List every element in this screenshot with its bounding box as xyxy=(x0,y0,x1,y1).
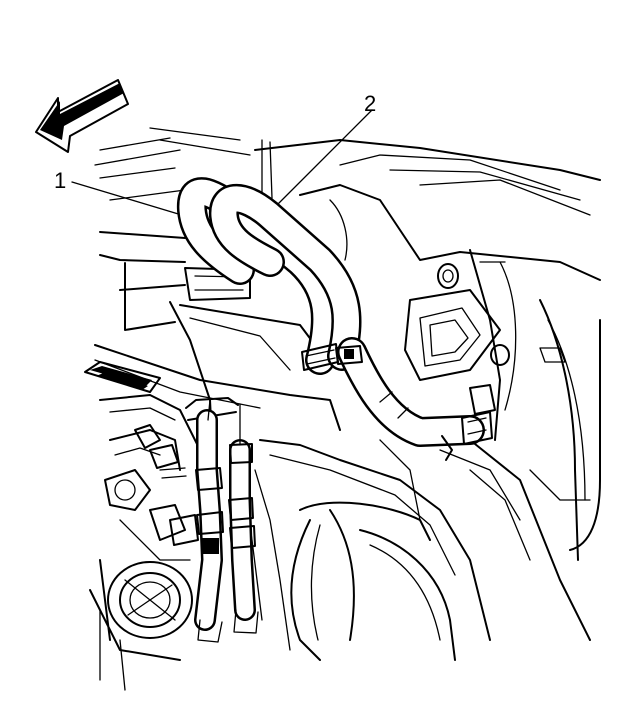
hose-clamps xyxy=(301,343,496,461)
callout-label-2: 2 xyxy=(364,91,377,116)
body-structure xyxy=(94,127,601,561)
lower-components xyxy=(239,429,591,661)
coolant-pipes xyxy=(185,397,259,643)
heater-hose-1 xyxy=(176,177,341,375)
callout-label-1: 1 xyxy=(54,168,67,193)
heater-hose-2 xyxy=(209,184,362,371)
front-direction-arrow-icon xyxy=(35,79,129,153)
engine-connectors xyxy=(134,424,199,546)
leader-line-2 xyxy=(267,109,373,215)
engine-components xyxy=(84,231,341,691)
